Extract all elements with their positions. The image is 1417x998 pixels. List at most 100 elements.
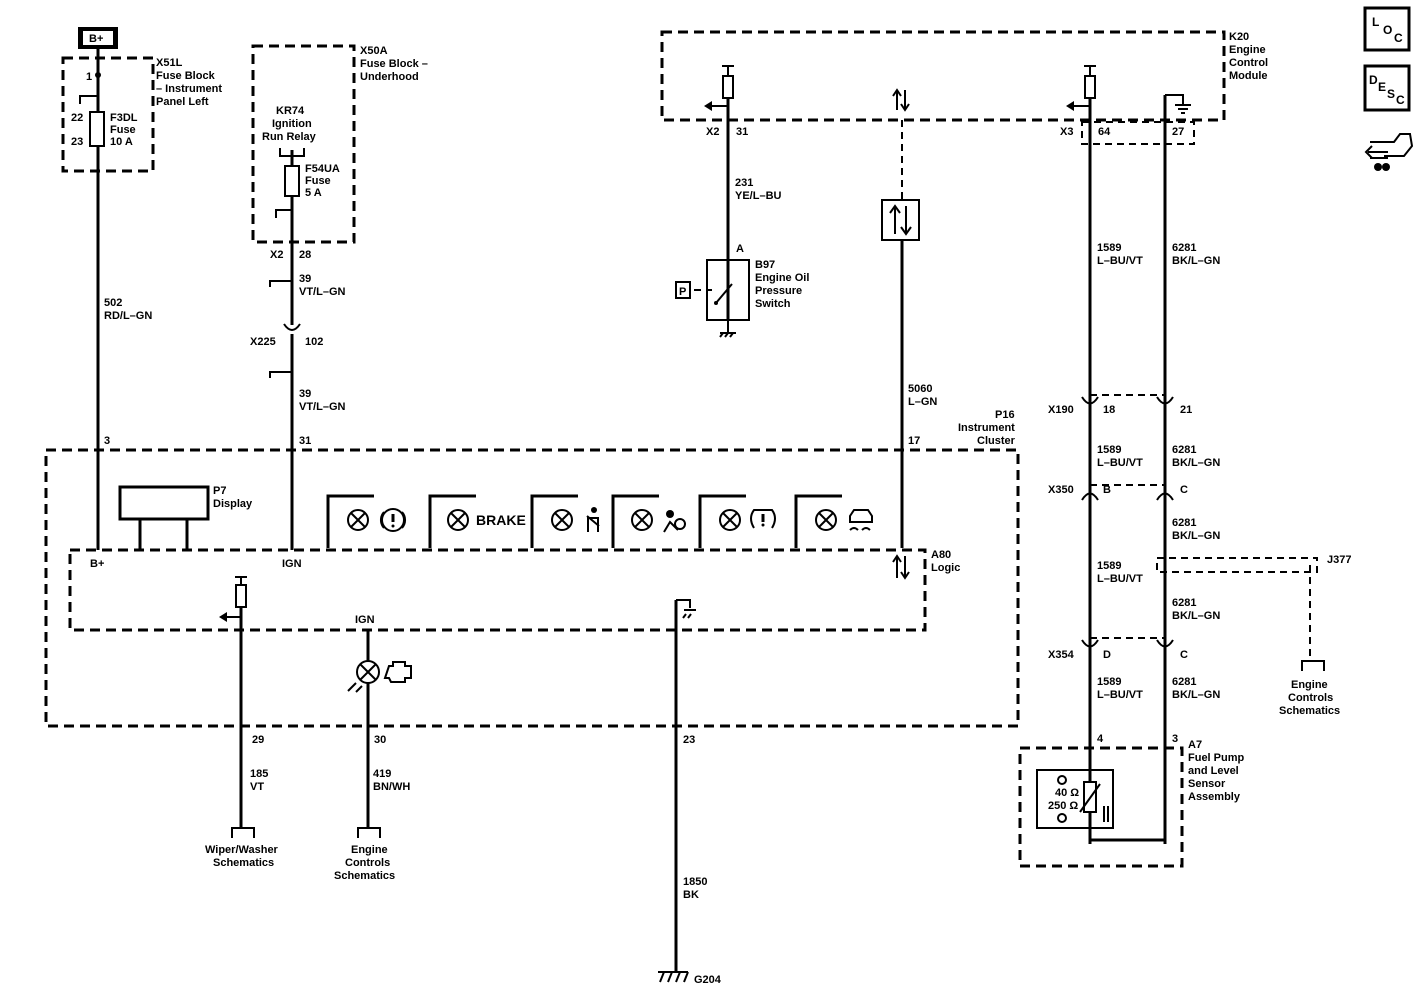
wire-1589d-color: L–BU/VT [1097, 689, 1143, 701]
ecm-x2-pin: 31 [736, 126, 748, 138]
pump-250-ohm: 250 Ω [1048, 800, 1078, 812]
desc-c: C [1396, 93, 1405, 107]
wire-6281e-color: BK/L–GN [1172, 689, 1220, 701]
switch-pin: A [736, 243, 744, 255]
oil-switch-symbol: P [679, 286, 686, 298]
fuel-pump-assembly: 4 3 A7 Fuel Pump and Level Sensor Assemb… [1018, 733, 1245, 868]
fuse-ip-pin-22: 22 [71, 112, 83, 124]
wire-1589d-circuit: 1589 [1097, 676, 1121, 688]
fuse-block-uh-name-2: Underhood [360, 71, 419, 83]
fuse-block-ip-name-2: – Instrument [156, 83, 222, 95]
fuse-block-ip-id: X51L [156, 57, 183, 69]
ecm-x3-id: X3 [1060, 126, 1073, 138]
cluster-pin-29: 29 [252, 734, 264, 746]
ecm-name-3: Module [1229, 70, 1268, 82]
wire-1589b-color: L–BU/VT [1097, 457, 1143, 469]
wire-6281d-color: BK/L–GN [1172, 610, 1220, 622]
level-sensor-box [1036, 769, 1114, 829]
loc-l: L [1372, 15, 1379, 29]
pump-name-2: Fuel Pump [1188, 752, 1245, 764]
wire-185-color: VT [250, 781, 264, 793]
logic-a80 [68, 548, 927, 632]
ecm-pullup-resistor-icon [722, 75, 734, 99]
cluster-pin-17: 17 [908, 435, 920, 447]
fuse-f3dl-icon [89, 111, 105, 147]
wire-1589c-circuit: 1589 [1097, 560, 1121, 572]
engine-icon [383, 661, 412, 683]
wire-6281b-color: BK/L–GN [1172, 457, 1220, 469]
fuse-f3dl-rating: 10 A [110, 136, 133, 148]
wire-1589b-circuit: 1589 [1097, 444, 1121, 456]
ecm-x3-resistor-icon [1084, 75, 1096, 99]
tire-pressure-indicator [719, 509, 776, 531]
fuse-block-ip-name-1: Fuse Block [156, 70, 216, 82]
fuse-f54ua-word: Fuse [305, 175, 331, 187]
instrument-cluster: P16 Instrument Cluster 3 31 17 P7 Displa… [44, 409, 1020, 746]
desc-s: S [1387, 87, 1395, 101]
wire-502-circuit: 502 [104, 297, 122, 309]
serial-data-icon-ecm [892, 88, 910, 112]
ref-engine-right-icon [1301, 660, 1325, 671]
ref-engine-right-1: Engine [1291, 679, 1328, 691]
x190-pin-b: 21 [1180, 404, 1192, 416]
wire-502-color: RD/L–GN [104, 310, 152, 322]
brake-indicator: BRAKE [447, 509, 526, 531]
cluster-pin-23: 23 [683, 734, 695, 746]
serial-data-icon-cluster [892, 554, 910, 580]
cluster-pin-3: 3 [104, 435, 110, 447]
ecm-x3-pin-b: 27 [1172, 126, 1184, 138]
wire-39b-color: VT/L–GN [299, 401, 346, 413]
fuse-ip-pin-1: 1 [86, 71, 92, 83]
airbag-indicator [631, 509, 686, 533]
wire-419-circuit: 419 [373, 768, 391, 780]
desc-e: E [1378, 80, 1386, 94]
pump-name-3: and Level [1188, 765, 1239, 777]
battery-source: B+ [78, 27, 118, 49]
ref-engine-right-3: Schematics [1279, 705, 1340, 717]
brake-warning-icon [347, 508, 406, 532]
pump-pin-4: 4 [1097, 733, 1104, 745]
x350-pin-b: C [1180, 484, 1188, 496]
logic-pin-bplus: B+ [90, 558, 104, 570]
traction-control-indicator [815, 509, 873, 531]
cluster-ign-label: IGN [355, 614, 375, 626]
wire-6281a-color: BK/L–GN [1172, 255, 1220, 267]
fuse-block-uh-id: X50A [360, 45, 388, 57]
cluster-pin-31: 31 [299, 435, 311, 447]
seatbelt-indicator [551, 507, 600, 532]
ref-wiper-icon [231, 827, 255, 838]
uh-connector-pin: 28 [299, 249, 311, 261]
ref-engine-left-icon [357, 827, 381, 838]
x354-id: X354 [1048, 649, 1075, 661]
ecm-name-1: Engine [1229, 44, 1266, 56]
wire-231-circuit: 231 [735, 177, 753, 189]
x225-pin: 102 [305, 336, 323, 348]
wire-6281c-color: BK/L–GN [1172, 530, 1220, 542]
x354-pin-b: C [1180, 649, 1188, 661]
description-icon[interactable]: D E S C [1363, 64, 1411, 112]
serial-data-box-icon [881, 199, 920, 241]
location-icon[interactable]: L O C [1363, 6, 1411, 52]
uh-connector-id: X2 [270, 249, 283, 261]
wire-39a-circuit: 39 [299, 273, 311, 285]
ground-icon [719, 332, 736, 338]
fuse-block-uh-name-1: Fuse Block – [360, 58, 428, 70]
wire-5060-circuit: 5060 [908, 383, 932, 395]
fuse-block-underhood: X50A Fuse Block – Underhood KR74 Ignitio… [251, 44, 428, 244]
relay-kr74-1: KR74 [276, 105, 305, 117]
ref-engine-left-1: Engine [351, 844, 388, 856]
pump-name-5: Assembly [1188, 791, 1241, 803]
display-name-1: P7 [213, 485, 226, 497]
ecm-ground-icon [1175, 104, 1191, 114]
wire-5060-color: L–GN [908, 396, 937, 408]
oil-switch-1: B97 [755, 259, 775, 271]
pump-name-4: Sensor [1188, 778, 1226, 790]
cluster-name-2: Instrument [958, 422, 1015, 434]
logic-name-2: Logic [931, 562, 960, 574]
relay-kr74-2: Ignition [272, 118, 312, 130]
full-level-icon [1057, 775, 1067, 785]
empty-level-icon [1057, 813, 1067, 823]
back-arrow-icon[interactable] [1364, 133, 1414, 171]
loc-o: O [1383, 23, 1392, 37]
wire-6281b-circuit: 6281 [1172, 444, 1196, 456]
